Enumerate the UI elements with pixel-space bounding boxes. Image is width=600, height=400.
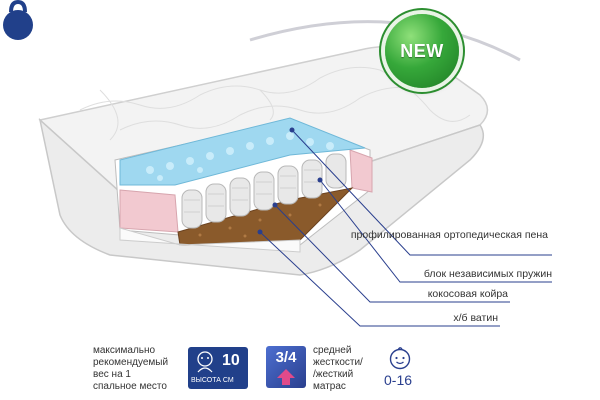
pocket-springs	[181, 153, 347, 229]
callout-line-springs	[319, 179, 552, 283]
callout-dots	[257, 127, 323, 235]
callout-label-springs: блок независимых пружин	[423, 268, 552, 280]
callout-label-foam: профилированная ортопедическая пена	[350, 229, 548, 241]
new-badge: NEW	[385, 14, 459, 88]
cotton-layer	[119, 227, 301, 253]
callout-line-coir	[274, 204, 510, 303]
age-range-value: 0-16	[384, 372, 413, 388]
kettlebell-icon	[3, 0, 33, 40]
height-label: ВЫСОТА СМ	[191, 377, 234, 384]
callout-label-coir: кокосовая койра	[427, 288, 508, 300]
firmness-text-1: средней	[313, 345, 352, 356]
side-foam-left	[119, 189, 179, 233]
firmness-value: 3/4	[275, 349, 297, 366]
coir-texture	[198, 203, 322, 238]
max-weight-text-1: максимально	[93, 345, 156, 356]
max-weight-text-4: спальное место	[93, 381, 167, 392]
callout-line-cotton	[259, 231, 500, 327]
firmness-text-3: /жесткий	[313, 369, 354, 380]
quilt-pattern	[79, 66, 471, 141]
baby-face-icon	[389, 347, 411, 370]
max-weight-text-3: вес на 1	[93, 369, 131, 380]
callout-line-foam	[291, 129, 552, 256]
arrow-up-icon	[277, 369, 295, 385]
height-badge	[188, 347, 248, 389]
callout-lines	[259, 129, 552, 327]
foam-cells	[146, 132, 334, 181]
callout-label-cotton: х/б ватин	[453, 312, 498, 324]
max-weight-value: 70	[60, 366, 76, 382]
firmness-text-4: матрас	[313, 381, 346, 392]
height-value: 10	[222, 352, 240, 369]
orthopedic-foam-layer	[119, 117, 366, 186]
decorative-arc	[249, 20, 521, 62]
mascot-icon	[197, 351, 213, 373]
new-badge-label: NEW	[400, 40, 444, 61]
max-weight-text-2: рекомендуемый	[93, 357, 169, 368]
firmness-text-2: жесткости/	[313, 357, 363, 368]
side-foam-right	[349, 149, 373, 193]
